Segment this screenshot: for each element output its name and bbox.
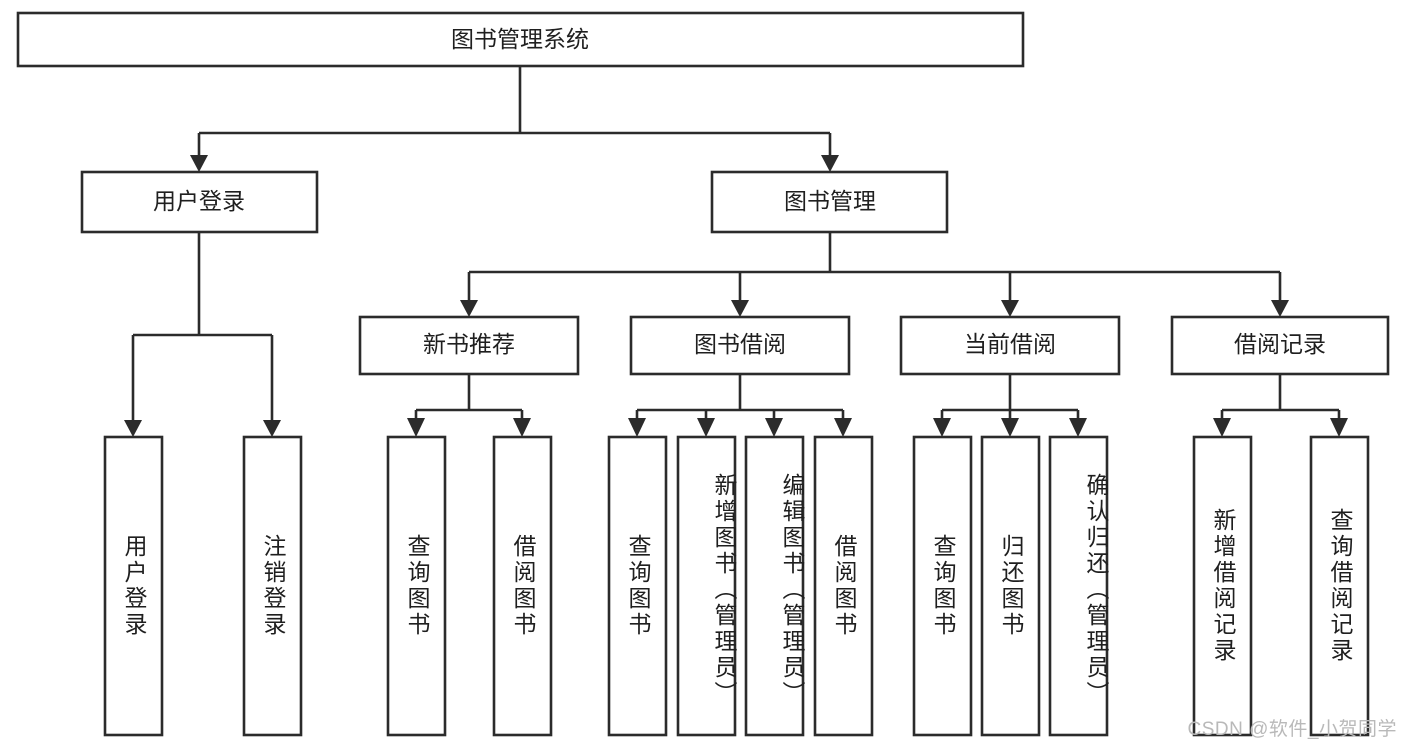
node-borrow-record[interactable]: 借阅记录	[1170, 315, 1390, 376]
leaf-box-return-book[interactable]	[980, 435, 1041, 737]
connector-root-to-level2	[190, 66, 839, 172]
leaf-box-query-book-2[interactable]	[607, 435, 668, 737]
arrow-head-icon	[933, 418, 951, 437]
arrow-head-icon	[1330, 418, 1348, 437]
arrow-head-icon	[697, 418, 715, 437]
leaf-box-add-book[interactable]	[676, 435, 737, 737]
connector-new-book-recommend-to-leaves	[407, 374, 531, 437]
leaf-box-borrow-book-1[interactable]	[492, 435, 553, 737]
arrow-head-icon	[1271, 300, 1289, 317]
leaf-box-query-record[interactable]	[1309, 435, 1370, 737]
node-current-borrow[interactable]: 当前借阅	[899, 315, 1121, 376]
leaf-box-query-book-1[interactable]	[386, 435, 447, 737]
connector-borrow-record-to-leaves	[1213, 374, 1348, 437]
arrow-head-icon	[1001, 300, 1019, 317]
leaf-box-confirm-return[interactable]	[1048, 435, 1109, 737]
leaf-box-borrow-book-2[interactable]	[813, 435, 874, 737]
leaf-box-user-login[interactable]	[103, 435, 164, 737]
arrow-head-icon	[1213, 418, 1231, 437]
new-book-recommend-label: 新书推荐	[423, 331, 515, 357]
leaf-box-query-book-3[interactable]	[912, 435, 973, 737]
user-login-label: 用户登录	[153, 188, 245, 214]
node-root[interactable]: 图书管理系统	[16, 11, 1025, 68]
connector-current-borrow-to-leaves	[933, 374, 1087, 437]
new-book-recommend-box[interactable]	[358, 315, 580, 376]
book-borrow-label: 图书借阅	[694, 331, 786, 357]
csdn-watermark: CSDN @软件_小贺同学	[1187, 719, 1397, 740]
root-box[interactable]	[16, 11, 1025, 68]
current-borrow-label: 当前借阅	[964, 331, 1056, 357]
arrow-head-icon	[628, 418, 646, 437]
leaf-box-edit-book[interactable]	[744, 435, 805, 737]
node-user-login[interactable]: 用户登录	[80, 170, 319, 234]
leaf-box-add-record[interactable]	[1192, 435, 1253, 737]
arrow-head-icon	[263, 420, 281, 437]
arrow-head-icon	[190, 155, 208, 172]
arrow-head-icon	[407, 418, 425, 437]
borrow-record-label: 借阅记录	[1234, 331, 1326, 357]
connector-book-manage-to-level3	[460, 232, 1289, 317]
node-new-book-recommend[interactable]: 新书推荐	[358, 315, 580, 376]
arrow-head-icon	[1001, 418, 1019, 437]
arrow-head-icon	[124, 420, 142, 437]
current-borrow-box[interactable]	[899, 315, 1121, 376]
arrow-head-icon	[821, 155, 839, 172]
leaf-box-user-logout[interactable]	[242, 435, 303, 737]
arrow-head-icon	[731, 300, 749, 317]
connector-user-login-to-leaves	[124, 232, 281, 437]
root-label: 图书管理系统	[451, 26, 589, 52]
arrow-head-icon	[765, 418, 783, 437]
connector-book-borrow-to-leaves	[628, 374, 852, 437]
arrow-head-icon	[513, 418, 531, 437]
book-manage-label: 图书管理	[784, 188, 876, 214]
arrow-head-icon	[834, 418, 852, 437]
node-book-manage[interactable]: 图书管理	[710, 170, 949, 234]
user-login-box[interactable]	[80, 170, 319, 234]
node-book-borrow[interactable]: 图书借阅	[629, 315, 851, 376]
arrow-head-icon	[1069, 418, 1087, 437]
arrow-head-icon	[460, 300, 478, 317]
